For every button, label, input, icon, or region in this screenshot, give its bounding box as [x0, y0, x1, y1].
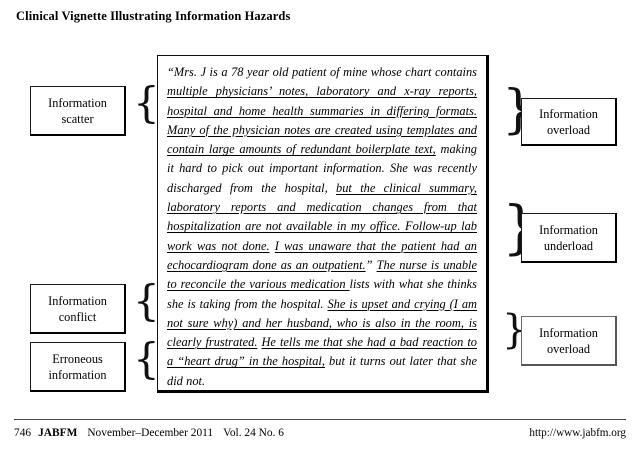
brace-left-1: { [133, 78, 160, 127]
label-box-information-scatter: Information scatter [30, 86, 126, 136]
vignette-segment-6: ” [365, 257, 377, 272]
footer-divider [14, 419, 626, 420]
label-line-1: Information [48, 95, 107, 110]
vignette-segment-9: She is upset and crying (I am not sure w… [167, 296, 478, 350]
page-title: Clinical Vignette Illustrating Informati… [16, 9, 291, 23]
label-line-1: Information [539, 325, 598, 340]
vignette-segment-0: “Mrs. J is a 78 year old patient of mine… [167, 65, 477, 79]
clinical-vignette-text: “Mrs. J is a 78 year old patient of mine… [167, 63, 477, 391]
page-footer: 746 JABFM November–December 2011 Vol. 24… [14, 427, 626, 439]
label-line-2: underload [543, 238, 594, 253]
clinical-vignette-box: “Mrs. J is a 78 year old patient of mine… [157, 55, 489, 393]
vignette-segment-11: He tells me that she had a bad reaction … [167, 335, 477, 369]
label-line-2: scatter [61, 111, 94, 126]
label-line-2: information [48, 367, 107, 382]
label-line-1: Erroneous [52, 351, 103, 366]
footer-issue-date: November–December 2011 [87, 427, 214, 439]
vignette-segment-2: making it hard to pick out important inf… [167, 142, 477, 195]
vignette-segment-3: but the clinical summary, laboratory rep… [167, 180, 477, 253]
label-line-2: conflict [58, 309, 97, 324]
label-box-information-overload-1: Information overload [521, 98, 617, 146]
footer-volume: Vol. 24 No. 6 [223, 427, 284, 439]
footer-url: http://www.jabfm.org [529, 427, 626, 439]
label-line-1: Information [539, 106, 598, 121]
label-line-1: Information [539, 222, 598, 237]
label-line-2: overload [546, 122, 591, 137]
label-line-1: Information [48, 293, 107, 308]
brace-left-3: { [133, 334, 160, 383]
vignette-segment-12: but it turns out later that she did not. [167, 354, 477, 388]
vignette-segment-1: multiple physicians’ notes, laboratory a… [167, 84, 477, 157]
label-box-information-overload-2: Information overload [521, 316, 617, 366]
label-box-information-underload: Information underload [521, 213, 617, 263]
brace-left-2: { [133, 276, 160, 325]
vignette-segment-7: The nurse is unable to reconcile the var… [167, 257, 477, 292]
vignette-segment-5: I was unaware that the patient had an ec… [167, 238, 477, 272]
label-box-information-conflict: Information conflict [30, 284, 126, 334]
footer-journal-name: JABFM [38, 427, 78, 439]
label-box-erroneous-information: Erroneous information [30, 342, 126, 392]
vignette-segment-8: lists with what she thinks she is taking… [167, 277, 477, 311]
footer-page-number: 746 [14, 427, 32, 439]
label-line-2: overload [546, 341, 591, 356]
